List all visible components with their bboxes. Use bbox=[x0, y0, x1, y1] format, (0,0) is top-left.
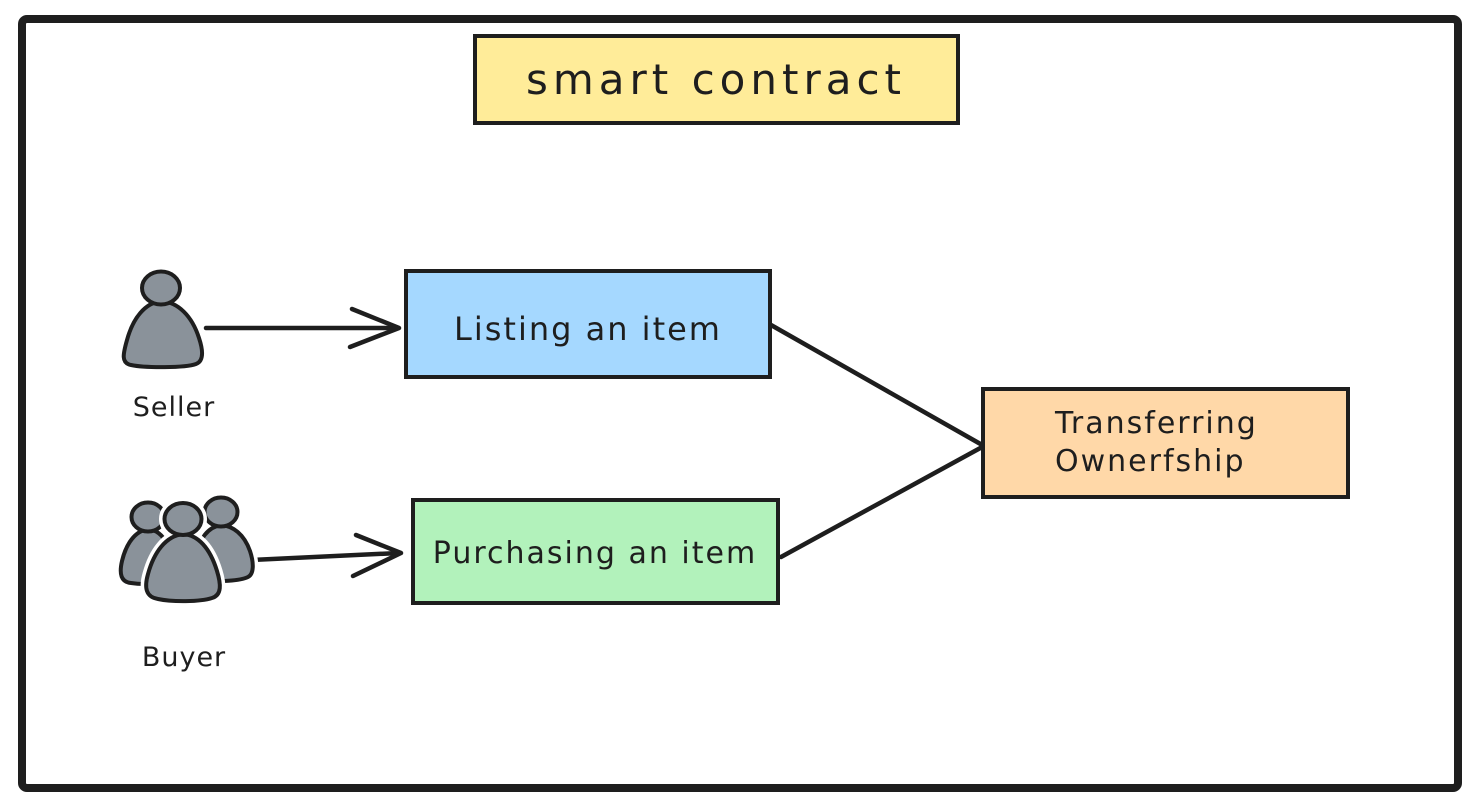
node-listing-label: Listing an item bbox=[454, 310, 722, 348]
diagram-frame bbox=[18, 15, 1462, 792]
people-group-icon bbox=[118, 492, 259, 607]
connector-purchasing-to-transferring bbox=[778, 443, 987, 560]
node-transferring-label-line2: Ownerfship bbox=[1055, 444, 1246, 479]
node-purchasing-label: Purchasing an item bbox=[433, 536, 757, 571]
node-transferring bbox=[981, 387, 1350, 499]
arrowhead-icon bbox=[347, 306, 402, 350]
arrow-buyer-to-purchasing bbox=[249, 532, 404, 579]
person-head bbox=[140, 269, 182, 307]
node-transferring-label-line1: Transferring bbox=[1054, 406, 1258, 441]
title-label: smart contract bbox=[526, 55, 906, 104]
node-purchasing bbox=[411, 498, 780, 605]
seller-label: Seller bbox=[133, 392, 215, 423]
arrow-seller-to-listing bbox=[203, 306, 402, 350]
person-body bbox=[121, 299, 204, 370]
arrowhead-icon bbox=[350, 532, 404, 579]
person-front-center bbox=[140, 497, 226, 607]
node-listing bbox=[404, 269, 772, 379]
arrow-shaft bbox=[249, 550, 402, 563]
title-box bbox=[473, 34, 960, 125]
connector-listing-to-transferring bbox=[768, 322, 987, 449]
person-icon bbox=[121, 269, 204, 370]
buyer-label: Buyer bbox=[142, 642, 226, 673]
